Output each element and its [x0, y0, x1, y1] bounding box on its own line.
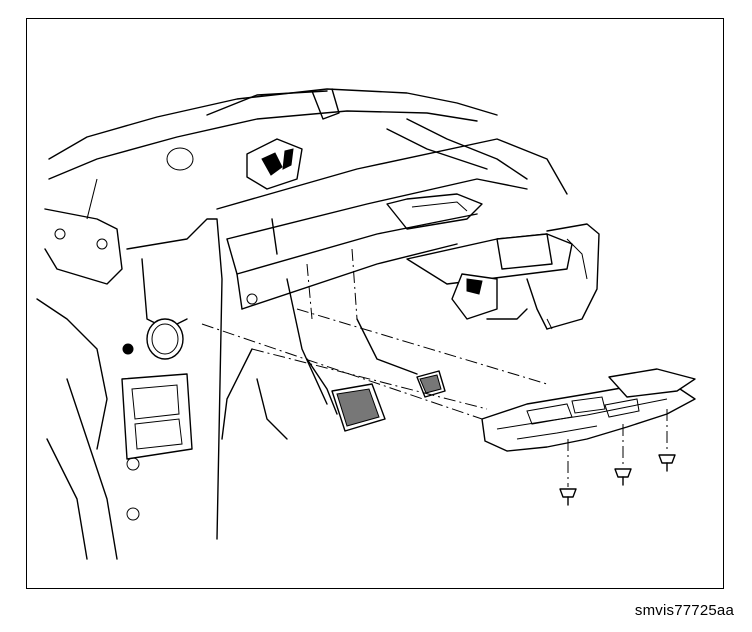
cross-car-beam	[216, 138, 568, 310]
leader-lines	[201, 248, 668, 487]
figure-caption: smvis77725aa	[634, 602, 734, 619]
upper-bracket	[246, 138, 303, 190]
illustration-frame	[26, 18, 724, 589]
pedal-assembly	[221, 278, 446, 440]
fasteners	[559, 454, 676, 506]
knee-bolster-panel	[481, 368, 696, 452]
cowl-outline	[48, 88, 528, 220]
instrument-panel-diagram	[36, 88, 696, 560]
left-side-panel	[36, 208, 223, 560]
steering-column	[406, 223, 600, 330]
